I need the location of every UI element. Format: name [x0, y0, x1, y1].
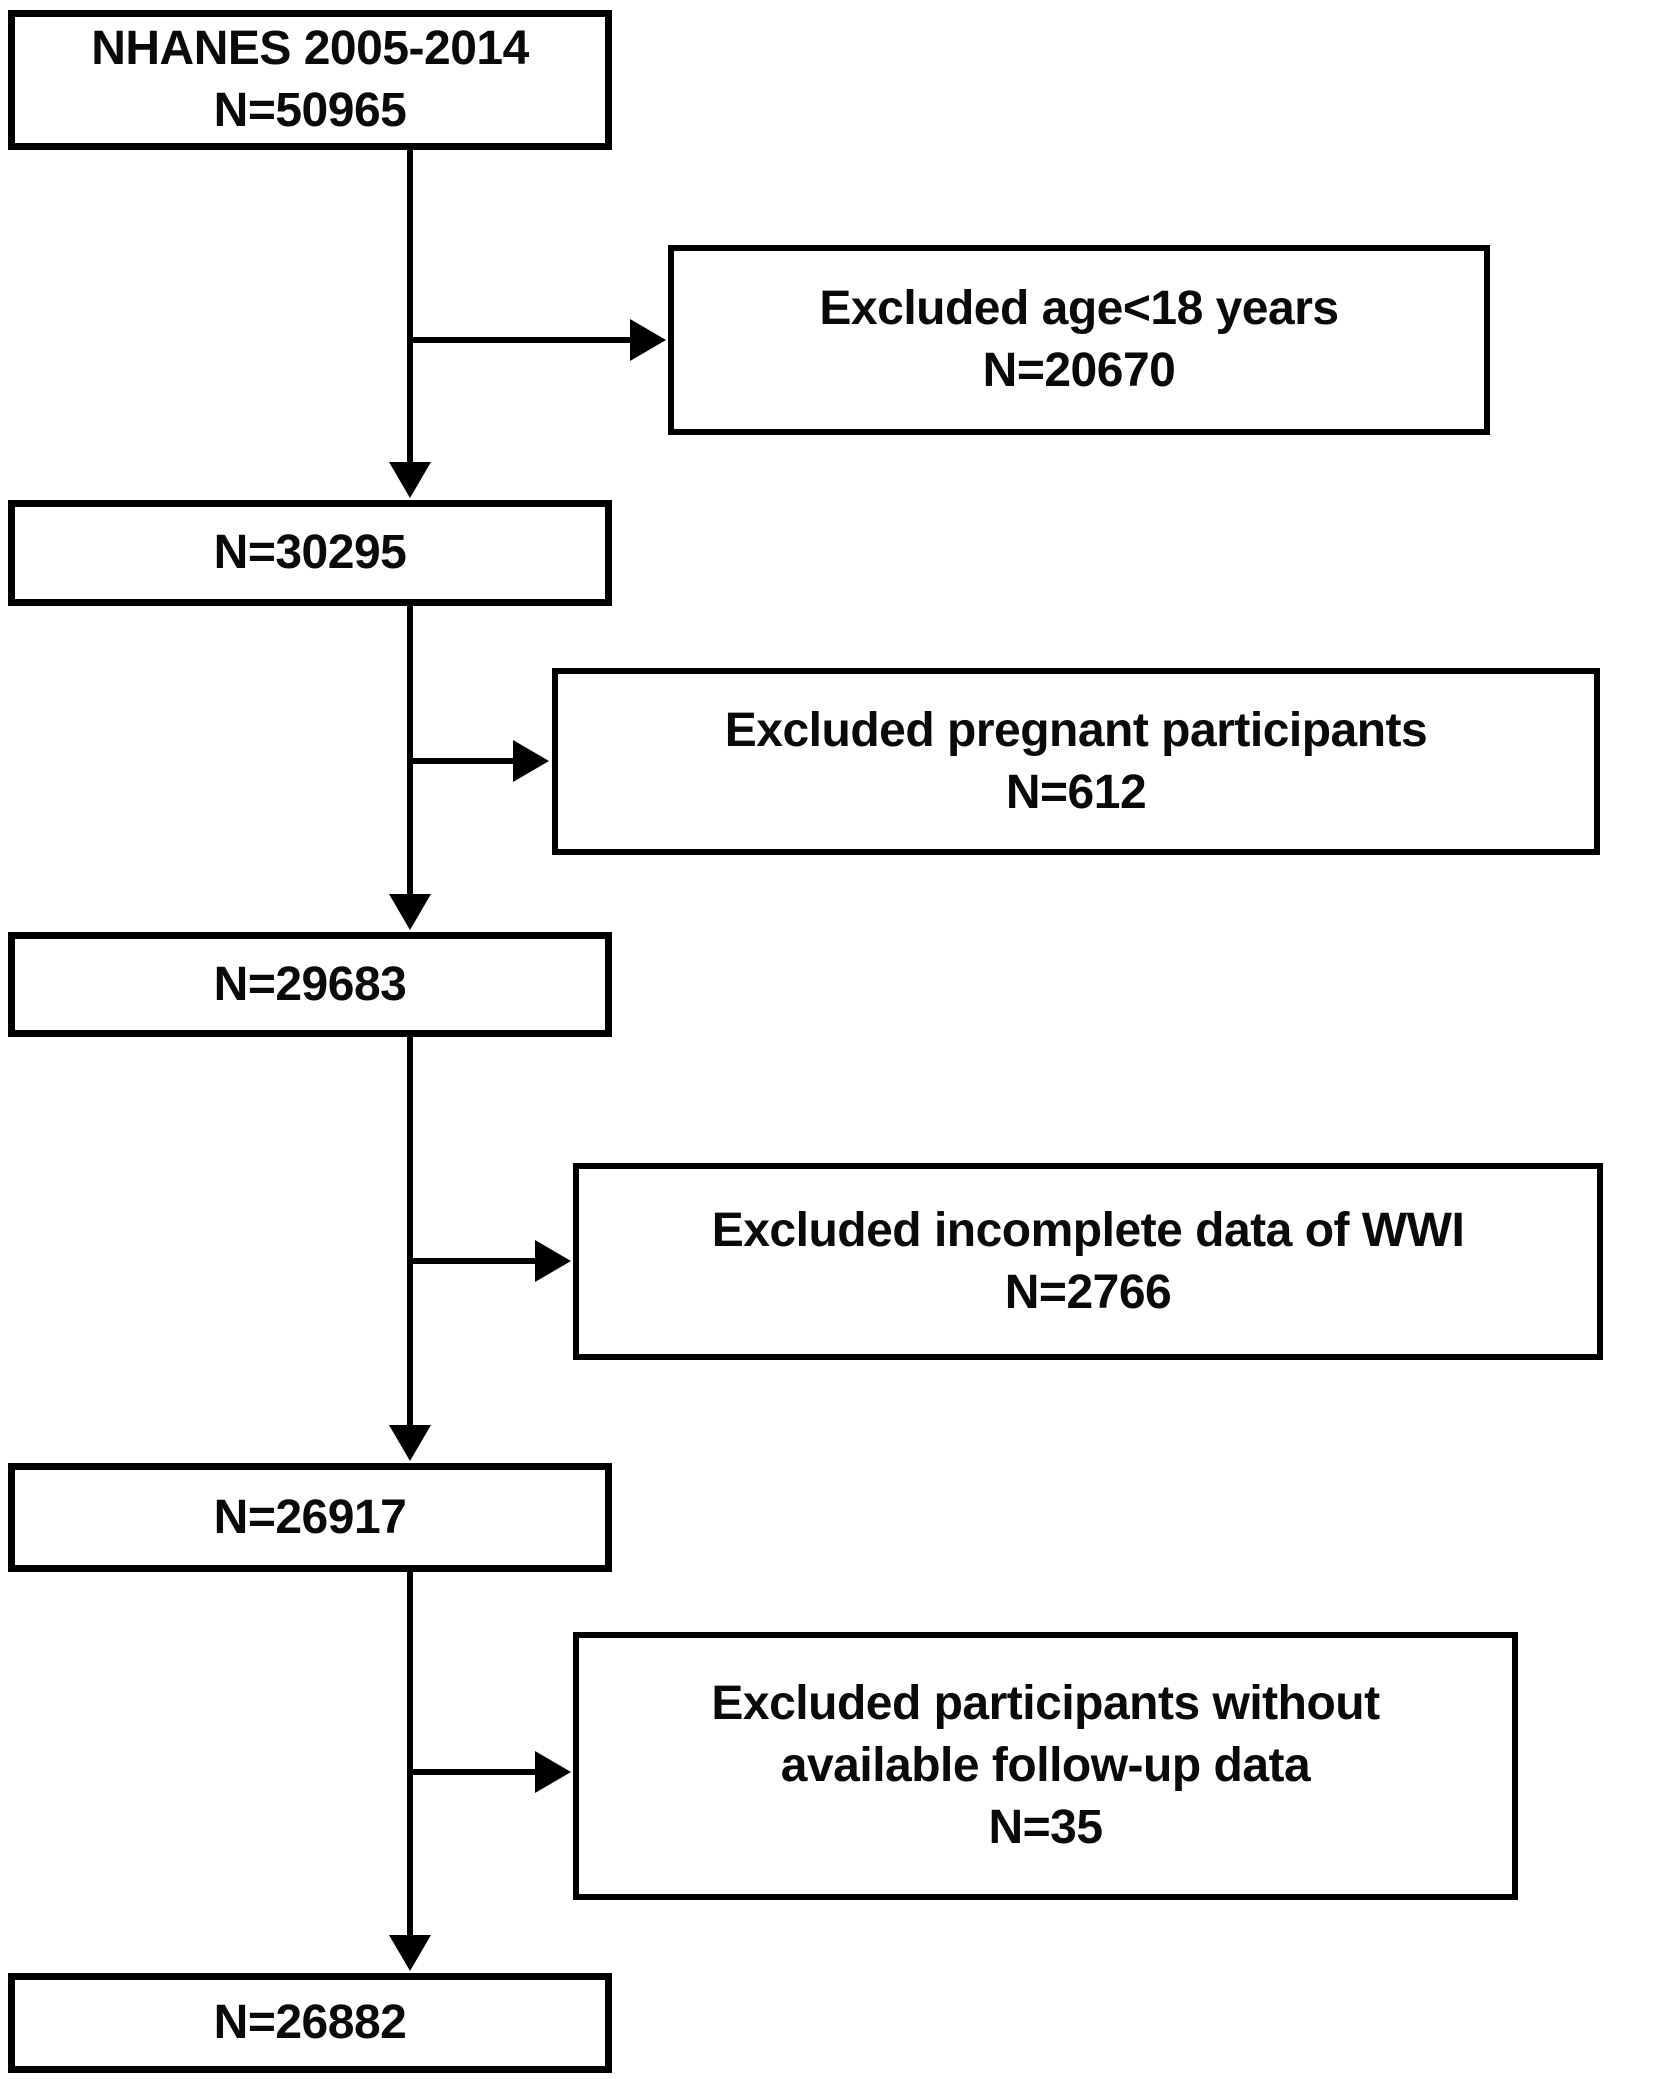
connector-down-3 [407, 1037, 413, 1427]
arrowhead-down-3-icon [389, 1425, 431, 1461]
box-label-line: N=26882 [213, 1996, 407, 2049]
box-after-wwi-exclusion: N=26917 [8, 1463, 612, 1572]
box-label-line: N=35 [988, 1801, 1103, 1854]
box-label-line: N=20670 [982, 344, 1176, 397]
connector-down-2 [407, 606, 413, 896]
box-final-sample: N=26882 [8, 1973, 612, 2073]
connector-branch-followup [407, 1769, 535, 1775]
box-label-line: Excluded incomplete data of WWI [711, 1203, 1465, 1257]
box-nhanes-total: NHANES 2005-2014 N=50965 [8, 10, 612, 150]
box-label-line: Excluded age<18 years [819, 282, 1339, 335]
box-label-line: N=2766 [1004, 1265, 1172, 1319]
connector-down-1 [407, 150, 413, 466]
connector-down-4 [407, 1572, 413, 1937]
connector-branch-wwi [407, 1258, 535, 1264]
arrowhead-down-2-icon [389, 894, 431, 930]
connector-branch-pregnant [407, 758, 513, 764]
box-excluded-age: Excluded age<18 years N=20670 [668, 245, 1490, 435]
box-after-pregnant-exclusion: N=29683 [8, 932, 612, 1037]
arrowhead-branch-followup-icon [535, 1751, 571, 1793]
box-label-line: Excluded pregnant participants [724, 703, 1428, 757]
connector-branch-age [407, 337, 630, 343]
box-excluded-pregnant: Excluded pregnant participants N=612 [552, 668, 1600, 855]
arrowhead-down-1-icon [389, 462, 431, 498]
box-label-line: available follow-up data [780, 1739, 1311, 1792]
box-label-line: N=30295 [213, 526, 407, 579]
box-label-line: N=50965 [213, 84, 407, 137]
box-label-line: N=26917 [213, 1490, 407, 1544]
box-after-age-exclusion: N=30295 [8, 500, 612, 606]
arrowhead-branch-age-icon [630, 319, 666, 361]
box-label-line: N=29683 [213, 957, 407, 1011]
box-excluded-followup: Excluded participants without available … [573, 1632, 1518, 1900]
arrowhead-branch-wwi-icon [535, 1240, 571, 1282]
box-label-line: N=612 [1005, 765, 1147, 819]
arrowhead-down-4-icon [389, 1935, 431, 1971]
arrowhead-branch-pregnant-icon [513, 740, 549, 782]
box-label-line: NHANES 2005-2014 [91, 22, 529, 75]
box-excluded-wwi: Excluded incomplete data of WWI N=2766 [573, 1163, 1603, 1360]
box-label-line: Excluded participants without [711, 1677, 1380, 1730]
